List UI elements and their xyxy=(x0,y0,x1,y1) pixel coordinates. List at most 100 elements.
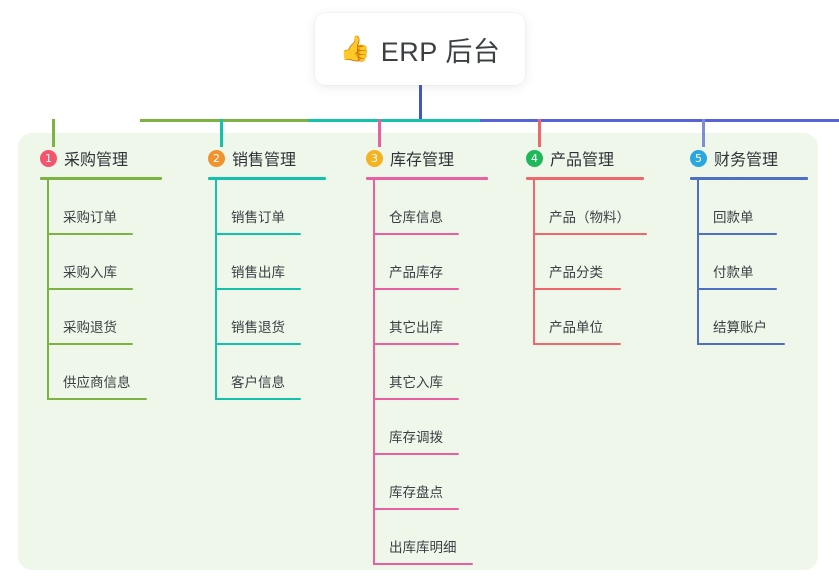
branch-item-rule xyxy=(47,398,147,400)
branch-title: 产品管理 xyxy=(550,152,615,169)
branch-item[interactable]: 产品单位 xyxy=(526,290,644,345)
connector-bar-segment-3 xyxy=(480,119,839,122)
branch-item-rule xyxy=(373,453,459,455)
branch-column-1: 1 采购管理采购订单采购入库采购退货供应商信息 xyxy=(40,133,162,400)
branch-item-label: 出库库明细 xyxy=(389,540,457,555)
branch-header-rule xyxy=(690,177,808,180)
branch-item[interactable]: 采购退货 xyxy=(40,290,162,345)
connector-trunk xyxy=(419,84,422,122)
root-node-erp-backend[interactable]: 👍 ERP 后台 xyxy=(315,13,525,85)
branch-number-badge: 2 xyxy=(208,149,225,167)
branch-spine xyxy=(215,180,217,400)
connector-bar-segment-2 xyxy=(308,119,480,122)
connector-drop-2 xyxy=(220,119,223,147)
branch-item-label: 其它出库 xyxy=(389,320,443,335)
branch-item-rule xyxy=(215,288,301,290)
branch-items: 采购订单采购入库采购退货供应商信息 xyxy=(40,180,162,400)
branch-item-label: 产品分类 xyxy=(549,265,603,280)
branch-item-rule xyxy=(373,343,459,345)
branch-header-5[interactable]: 5 财务管理 xyxy=(690,133,808,170)
branch-item-rule xyxy=(47,288,133,290)
branch-item-label: 产品（物料） xyxy=(549,210,630,225)
branch-title: 财务管理 xyxy=(714,152,779,169)
branch-item-label: 销售退货 xyxy=(231,320,285,335)
branch-item-rule xyxy=(373,288,459,290)
connector-bar-segment-1 xyxy=(140,119,308,122)
branch-item-rule xyxy=(697,288,777,290)
branch-item-rule xyxy=(47,233,133,235)
branch-header-rule xyxy=(208,177,326,180)
branch-column-5: 5 财务管理回款单付款单结算账户 xyxy=(690,133,808,345)
branch-number-badge: 1 xyxy=(40,149,57,167)
branch-item-label: 销售订单 xyxy=(231,210,285,225)
branch-item[interactable]: 其它出库 xyxy=(366,290,488,345)
branch-header-rule xyxy=(366,177,488,180)
branch-item[interactable]: 库存盘点 xyxy=(366,455,488,510)
branch-item-rule xyxy=(533,288,621,290)
branch-item[interactable]: 产品库存 xyxy=(366,235,488,290)
branch-number-badge: 3 xyxy=(366,149,383,167)
branch-item-label: 采购订单 xyxy=(63,210,117,225)
branch-items: 产品（物料） 产品分类产品单位 xyxy=(526,180,647,345)
branch-title: 采购管理 xyxy=(64,152,129,169)
branch-item[interactable]: 库存调拨 xyxy=(366,400,488,455)
branch-number-badge: 5 xyxy=(690,149,707,167)
branch-item-rule xyxy=(697,343,785,345)
branch-items: 销售订单销售出库销售退货客户信息 xyxy=(208,180,326,400)
branch-spine xyxy=(47,180,49,400)
branch-item-label: 采购退货 xyxy=(63,320,117,335)
connector-drop-4 xyxy=(538,119,541,147)
branch-item[interactable]: 产品分类 xyxy=(526,235,644,290)
branch-item[interactable]: 采购订单 xyxy=(40,180,162,235)
branch-item[interactable]: 销售出库 xyxy=(208,235,326,290)
branch-column-4: 4 产品管理产品（物料） 产品分类产品单位 xyxy=(526,133,647,345)
page-title: ERP 后台 xyxy=(380,36,501,67)
branch-header-4[interactable]: 4 产品管理 xyxy=(526,133,644,170)
connector-drop-1 xyxy=(52,119,55,147)
branch-item-rule xyxy=(373,233,459,235)
branch-item-rule xyxy=(215,233,301,235)
branch-item-label: 仓库信息 xyxy=(389,210,443,225)
branch-item-rule xyxy=(533,343,621,345)
branch-header-rule xyxy=(526,177,644,180)
branch-item[interactable]: 供应商信息 xyxy=(40,345,162,400)
branches-panel xyxy=(18,133,818,570)
branch-item[interactable]: 出库库明细 xyxy=(366,510,488,565)
thumbs-up-icon: 👍 xyxy=(339,34,371,63)
branch-item-rule xyxy=(533,233,647,235)
branch-spine xyxy=(533,180,535,345)
branch-item[interactable]: 结算账户 xyxy=(690,290,808,345)
branch-item[interactable]: 销售订单 xyxy=(208,180,326,235)
branch-item[interactable]: 销售退货 xyxy=(208,290,326,345)
branch-header-1[interactable]: 1 采购管理 xyxy=(40,133,162,170)
branch-item[interactable]: 回款单 xyxy=(690,180,808,235)
branch-spine xyxy=(373,180,375,565)
branch-item-rule xyxy=(215,398,301,400)
branch-header-rule xyxy=(40,177,162,180)
branch-item-label: 供应商信息 xyxy=(63,375,131,390)
branch-item-label: 付款单 xyxy=(713,265,754,280)
branch-item[interactable]: 其它入库 xyxy=(366,345,488,400)
branch-item-label: 产品单位 xyxy=(549,320,603,335)
branch-item[interactable]: 产品（物料） xyxy=(526,180,647,235)
branch-items: 回款单付款单结算账户 xyxy=(690,180,808,345)
branch-item-label: 库存盘点 xyxy=(389,485,443,500)
branch-item[interactable]: 客户信息 xyxy=(208,345,326,400)
branch-items: 仓库信息产品库存其它出库其它入库库存调拨库存盘点出库库明细 xyxy=(366,180,488,565)
branch-item-label: 回款单 xyxy=(713,210,754,225)
branch-item-label: 客户信息 xyxy=(231,375,285,390)
branch-item-rule xyxy=(47,343,133,345)
branch-item[interactable]: 采购入库 xyxy=(40,235,162,290)
branch-item-rule xyxy=(373,508,459,510)
branch-item[interactable]: 仓库信息 xyxy=(366,180,488,235)
branch-item-label: 采购入库 xyxy=(63,265,117,280)
branch-item-label: 产品库存 xyxy=(389,265,443,280)
branch-number-badge: 4 xyxy=(526,149,543,167)
branch-item[interactable]: 付款单 xyxy=(690,235,808,290)
branch-item-label: 销售出库 xyxy=(231,265,285,280)
